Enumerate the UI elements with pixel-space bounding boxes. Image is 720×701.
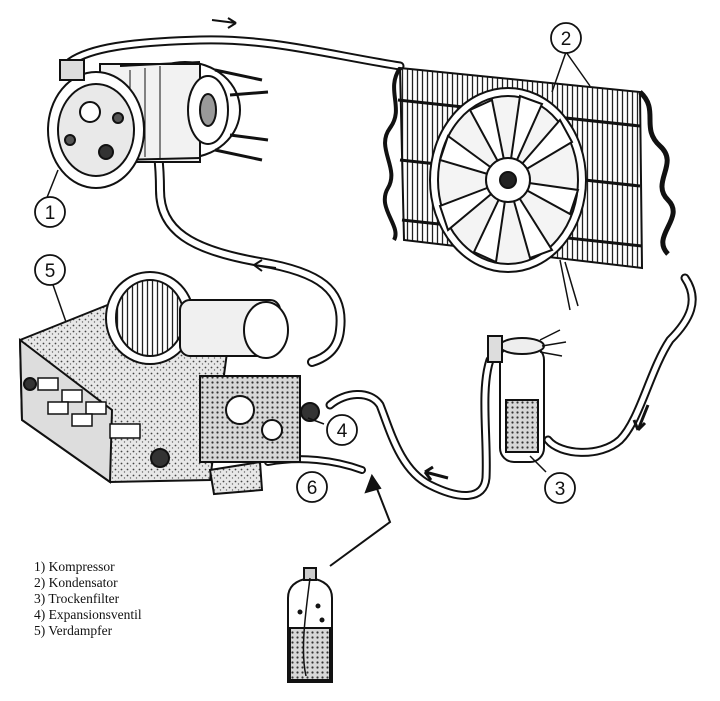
callout-3: 3 <box>544 472 576 504</box>
refrigerant-can-illustration <box>287 567 333 683</box>
dryer-illustration <box>487 329 567 463</box>
legend-list: 1) Kompressor 2) Kondensator 3) Trockenf… <box>34 559 142 639</box>
service-arrow <box>329 473 392 567</box>
arrow-head-icon <box>364 473 382 494</box>
callout-2: 2 <box>550 22 582 54</box>
callout-1: 1 <box>34 196 66 228</box>
compressor-illustration <box>47 59 269 189</box>
evaporator-illustration <box>18 271 320 496</box>
legend-item-verdampfer: 5) Verdampfer <box>34 623 113 638</box>
svg-text:2: 2 <box>561 29 572 50</box>
callout-4: 4 <box>326 414 358 446</box>
flow-arrow-icon <box>253 264 277 269</box>
svg-text:3: 3 <box>555 479 566 500</box>
svg-text:4: 4 <box>337 421 348 442</box>
flow-arrow-icon <box>636 404 650 431</box>
leader-lines <box>45 51 591 473</box>
legend-item-expansionsventil: 4) Expansionsventil <box>34 607 142 622</box>
svg-text:1: 1 <box>45 203 56 224</box>
callout-5: 5 <box>34 254 66 286</box>
svg-text:5: 5 <box>45 261 56 282</box>
svg-text:6: 6 <box>307 478 318 499</box>
legend-item-trockenfilter: 3) Trockenfilter <box>34 591 120 606</box>
flow-arrow-icon <box>424 470 449 480</box>
callout-6: 6 <box>296 471 328 503</box>
legend-item-kompressor: 1) Kompressor <box>34 559 115 574</box>
pipe-condenser-to-dryer <box>543 273 697 457</box>
flow-arrows <box>211 17 650 481</box>
fan-illustration <box>429 87 587 311</box>
legend-item-kondensator: 2) Kondensator <box>34 575 118 590</box>
flow-arrow-icon <box>211 17 237 29</box>
